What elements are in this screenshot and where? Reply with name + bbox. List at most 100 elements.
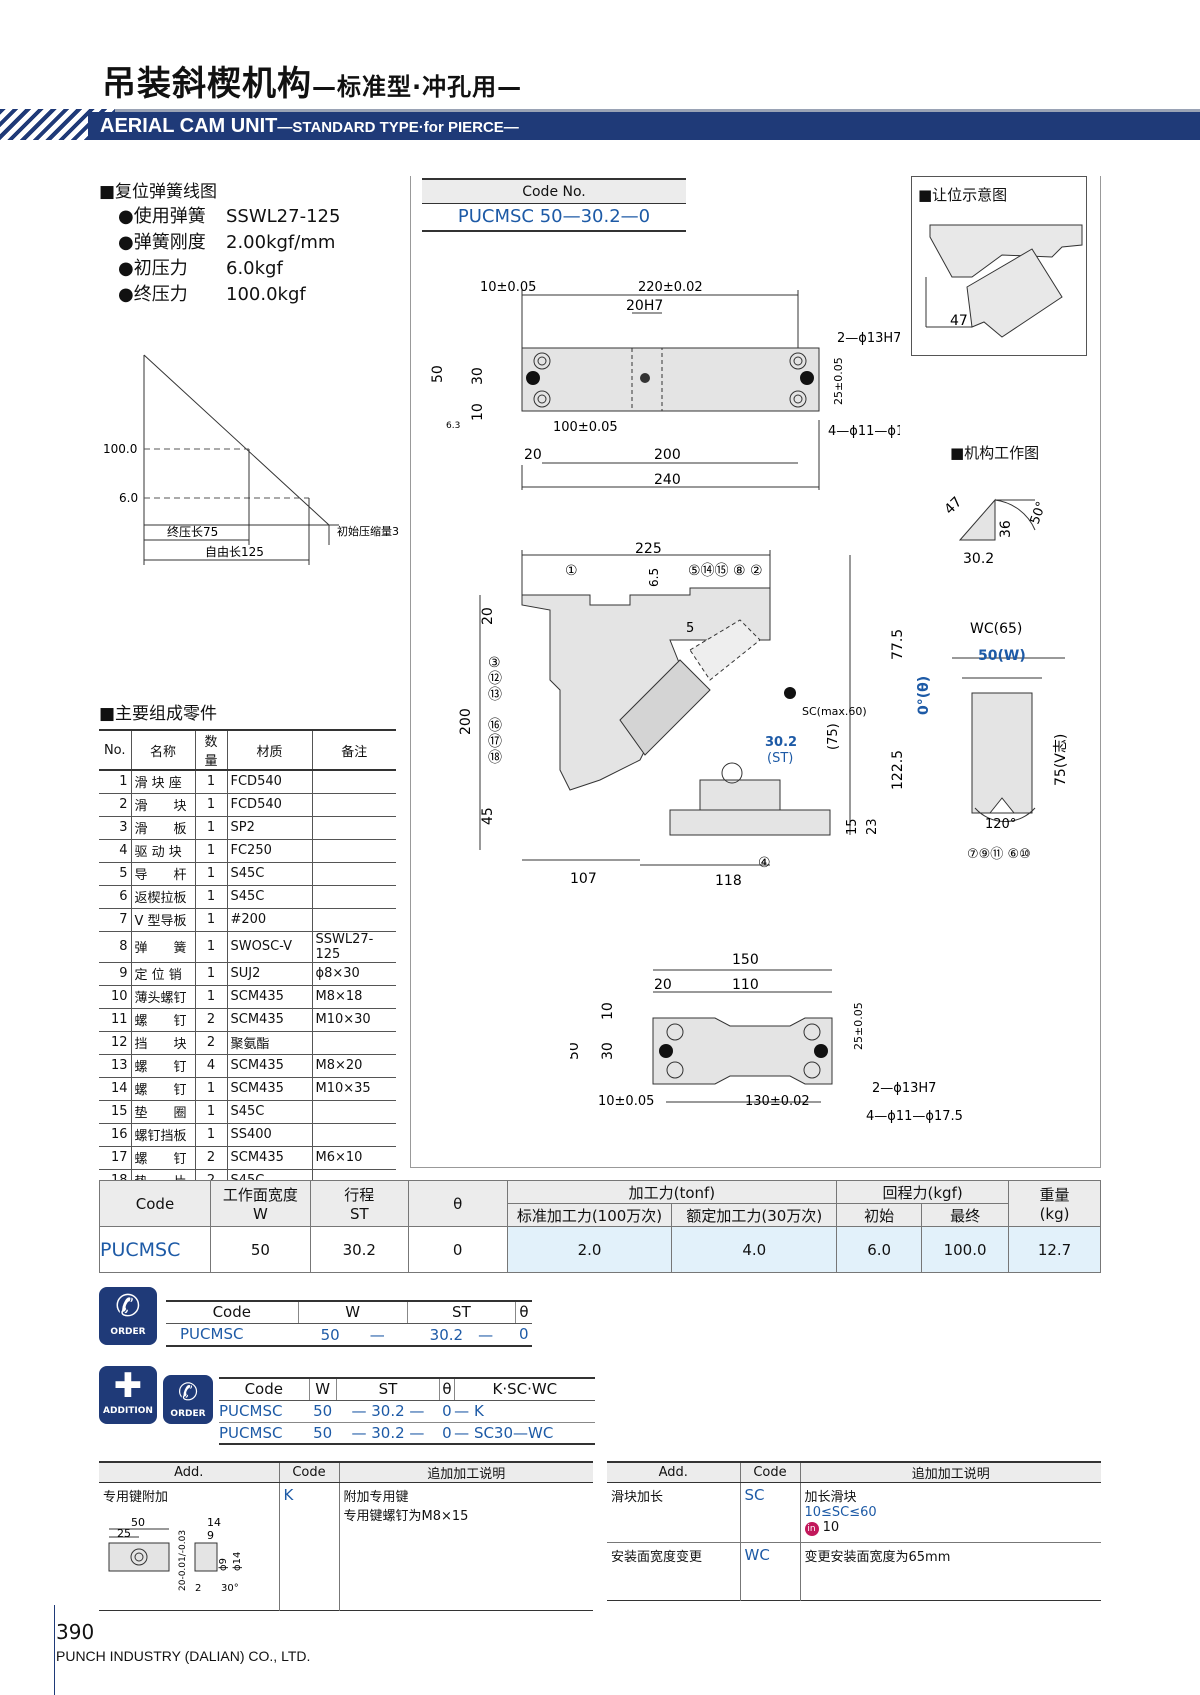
main-labels-top: ⑤⑭⑮ ⑧ ② [688, 563, 763, 579]
parts-cell [311, 862, 396, 886]
parts-cell: 导 杆 [130, 862, 195, 886]
spec-h-force-a: 标准加工力(100万次) [506, 1203, 673, 1227]
title-rule [115, 109, 1200, 112]
parts-cell [311, 839, 396, 863]
parts-cell: 1 [194, 1100, 227, 1124]
parts-section-title: ■主要组成零件 [99, 704, 218, 724]
parts-cell: 15 [99, 1100, 131, 1124]
bot-hole1: 2—ϕ13H7 [872, 1081, 936, 1096]
bot-20: 20 [654, 977, 672, 993]
main-15: 15 [845, 818, 860, 835]
parts-cell: 聚氨酯 [226, 1031, 312, 1055]
main-label-18: ⑱ [488, 750, 502, 766]
parts-cell: S45C [226, 885, 312, 909]
order-header: Code W ST θ [166, 1301, 532, 1324]
add-right-row: 滑块加长 SC 加长滑块 10≤SC≤60 in 10 [607, 1482, 1101, 1543]
main-elevation-drawing: 225 6.5 20 200 45 107 118 77.5 122.5 15 … [458, 541, 930, 889]
work-302: 30.2 [963, 551, 994, 567]
parts-cell: V 型导板 [130, 908, 195, 932]
parts-cell: 14 [99, 1077, 131, 1101]
code-no-box: Code No. PUCMSC 50—30.2—0 [422, 178, 686, 232]
key-drawing: 50 25 14 9 20-0.01/-0.03 ϕ9 ϕ14 2 30° [108, 1516, 243, 1594]
dim-top-200: 200 [654, 447, 681, 463]
side-w: 50(W) [978, 648, 1026, 664]
parts-cell: 6 [99, 885, 131, 909]
main-118: 118 [715, 873, 742, 889]
parts-cell: 13 [99, 1054, 131, 1078]
main-label-4: ④ [758, 855, 771, 871]
parts-cell: 4 [194, 1054, 227, 1078]
spec-st: 30.2 [309, 1226, 409, 1273]
parts-cell: S45C [226, 862, 312, 886]
dim-top-220: 220±0.02 [638, 280, 703, 295]
page-number: 390 [56, 1620, 95, 1644]
add-left-name: 专用键附加 [103, 1490, 169, 1505]
addition-order-header: Code W ST θ K·SC·WC [219, 1378, 595, 1401]
parts-cell: M10×35 [311, 1077, 396, 1101]
bot-50: 50 [570, 1042, 582, 1060]
parts-cell: SCM435 [226, 1008, 312, 1032]
parts-cell: M10×30 [311, 1008, 396, 1032]
spec-f2: 4.0 [671, 1226, 838, 1273]
parts-cell: 返楔拉板 [130, 885, 195, 909]
parts-cell: 挡 块 [130, 1031, 195, 1055]
spec-h-code: Code [99, 1180, 211, 1227]
main-label-12: ⑫ [488, 671, 502, 687]
parts-cell: M8×18 [311, 985, 396, 1009]
order-icon: ✆ ORDER [99, 1287, 157, 1345]
parts-cell: 螺 钉 [130, 1008, 195, 1032]
parts-cell: 1 [194, 1077, 227, 1101]
parts-cell: 1 [99, 770, 131, 794]
phone-icon: ✆ [115, 1289, 141, 1324]
svg-text:ϕ14: ϕ14 [232, 1552, 243, 1571]
parts-cell: SCM435 [226, 1146, 312, 1170]
addition-icon: ✚ ADDITION [99, 1366, 157, 1424]
parts-cell: 2 [194, 1031, 227, 1055]
parts-cell [311, 770, 396, 794]
parts-cell: 1 [194, 985, 227, 1009]
parts-cell: ϕ8×30 [311, 962, 396, 986]
parts-cell: FCD540 [226, 770, 312, 794]
bot-110: 110 [732, 977, 759, 993]
drawing-frame [410, 176, 1101, 1168]
parts-cell: 定 位 销 [130, 962, 195, 986]
svg-text:9: 9 [207, 1529, 214, 1542]
parts-cell: 驱 动 块 [130, 839, 195, 863]
work-diagram-title: ■机构工作图 [950, 444, 1040, 462]
add-left-code: K [278, 1482, 339, 1611]
bot-150: 150 [732, 952, 759, 968]
spec-w: 50 [209, 1226, 311, 1273]
add-right-header: Add. Code 追加加工说明 [607, 1461, 1101, 1483]
parts-h-note: 备注 [311, 729, 396, 771]
spec-h-weight: 重量(kg) [1008, 1180, 1101, 1227]
parts-cell: 1 [194, 908, 227, 932]
main-45: 45 [480, 807, 496, 825]
parts-cell: 薄头螺钉 [130, 985, 195, 1009]
parts-cell: 螺钉挡板 [130, 1123, 195, 1147]
dim-top-20: 20 [524, 447, 542, 463]
svg-text:50: 50 [131, 1516, 145, 1529]
order-row: PUCMSC 50 — 30.2 — 0 [180, 1325, 529, 1344]
parts-cell: S45C [226, 1100, 312, 1124]
parts-cell: FC250 [226, 839, 312, 863]
work-50: 50° [1028, 500, 1050, 527]
spec-h-return-a: 初始 [836, 1203, 923, 1227]
addition-order-icon: ✆ ORDER [163, 1375, 213, 1424]
clearance-title: ■让位示意图 [918, 186, 1008, 204]
side-labels: ⑦⑨⑪ ⑥⑩ [967, 847, 1031, 862]
side-view-drawing: WC(65) 50(W) 75(V志) 120° ⑦⑨⑪ ⑥⑩ [952, 621, 1069, 862]
add-table-right: Add. Code 追加加工说明 滑块加长 SC 加长滑块 10≤SC≤60 i… [607, 1461, 1101, 1601]
title-en-sub: —STANDARD TYPE·for PIERCE— [277, 119, 519, 136]
title-en-main: AERIAL CAM UNIT [100, 115, 278, 137]
addition-order-row: PUCMSC 50 — 30.2 — 0 — K [219, 1400, 595, 1422]
main-1225: 122.5 [890, 750, 906, 790]
parts-cell: 1 [194, 885, 227, 909]
parts-cell: M8×20 [311, 1054, 396, 1078]
company-name: PUNCH INDUSTRY (DALIAN) CO., LTD. [56, 1648, 311, 1664]
